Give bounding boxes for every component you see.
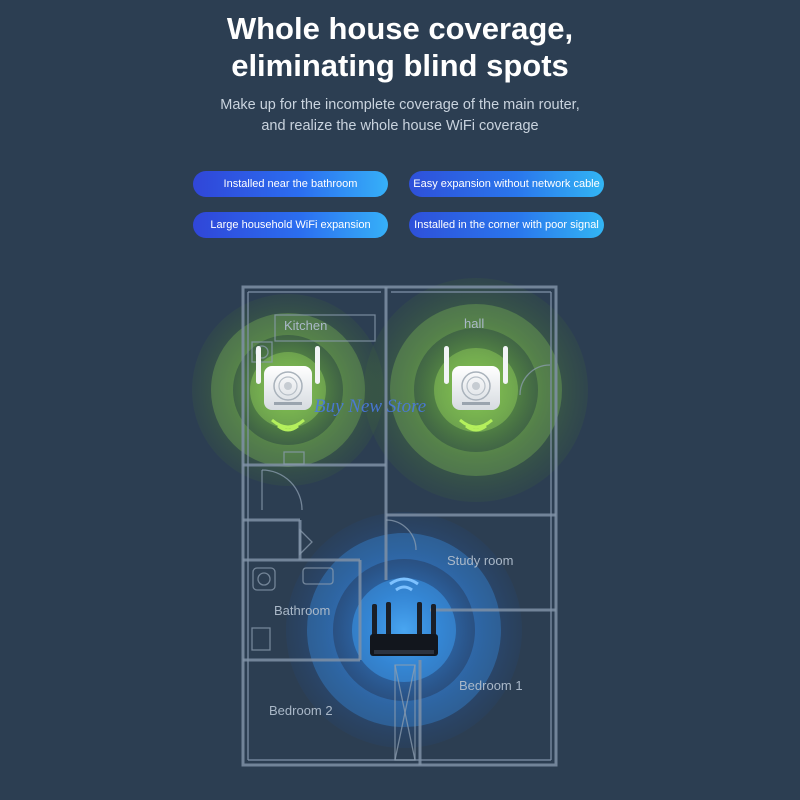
wifi-extender-icon: [444, 346, 508, 432]
room-label-bedroom-1: Bedroom 1: [459, 678, 523, 693]
feature-pill-corner: Installed in the corner with poor signal: [409, 212, 604, 238]
watermark: Buy New Store: [314, 396, 426, 417]
feature-pill-bathroom: Installed near the bathroom: [193, 171, 388, 197]
room-label-hall: hall: [464, 316, 484, 331]
subtitle-line-2: and realize the whole house WiFi coverag…: [261, 118, 539, 134]
floor-plan-fixtures: [251, 314, 551, 761]
subtitle: Make up for the incomplete coverage of t…: [0, 95, 800, 137]
headline-line-2: eliminating blind spots: [231, 48, 569, 83]
router-icon: [370, 577, 438, 656]
room-label-study: Study room: [447, 553, 513, 568]
room-label-kitchen: Kitchen: [284, 318, 327, 333]
feature-pill-large-household: Large household WiFi expansion: [193, 212, 388, 238]
floor-plan-walls: [241, 285, 558, 767]
room-label-bedroom-2: Bedroom 2: [269, 703, 333, 718]
headline: Whole house coverage, eliminating blind …: [0, 10, 800, 84]
room-label-bathroom: Bathroom: [274, 603, 330, 618]
router-coverage: [286, 512, 522, 748]
wifi-extender-icon: [256, 346, 320, 432]
feature-pill-no-cable: Easy expansion without network cable: [409, 171, 604, 197]
headline-line-1: Whole house coverage,: [226, 11, 574, 46]
subtitle-line-1: Make up for the incomplete coverage of t…: [220, 97, 580, 113]
